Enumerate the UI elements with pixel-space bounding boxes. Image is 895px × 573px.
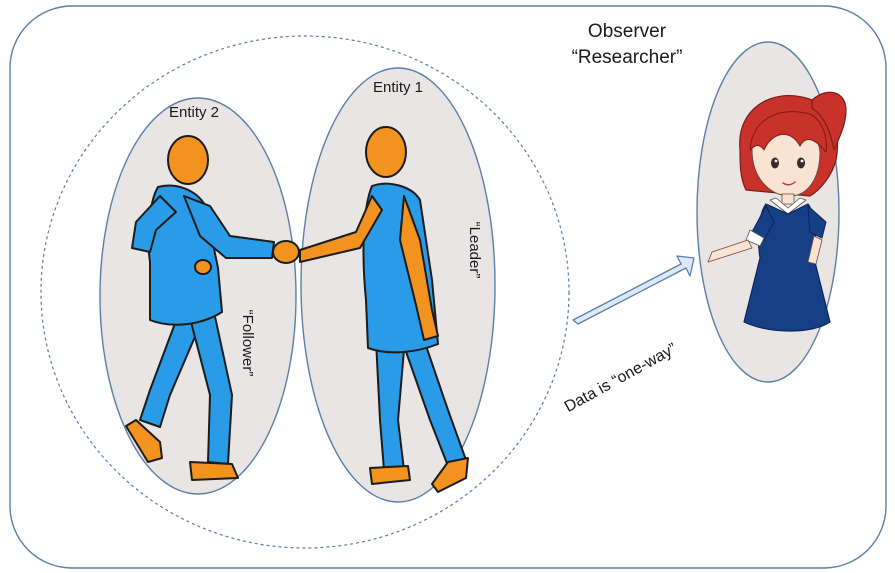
follower-label: “Follower” bbox=[239, 310, 256, 377]
entity-2-label: Entity 2 bbox=[169, 104, 219, 121]
observer-label: Observer bbox=[588, 21, 667, 42]
standing-person-icon bbox=[272, 126, 469, 493]
interaction-group-ellipse bbox=[40, 35, 570, 549]
leader-label: “Leader” bbox=[466, 222, 483, 279]
woman-observer-icon bbox=[707, 91, 847, 332]
walking-person-icon bbox=[125, 135, 275, 481]
entity-1-label: Entity 1 bbox=[373, 79, 423, 96]
researcher-label: “Researcher” bbox=[572, 47, 683, 68]
right-arrow-icon bbox=[572, 255, 695, 325]
